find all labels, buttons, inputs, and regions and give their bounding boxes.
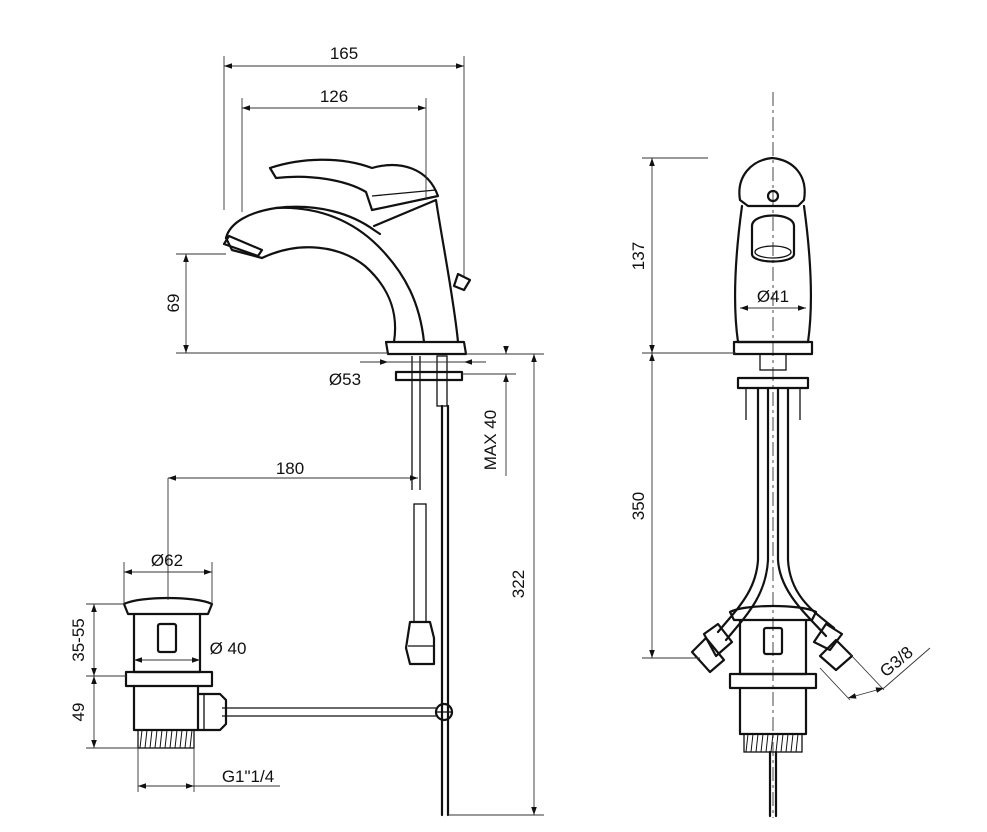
drain-nut: [124, 670, 214, 688]
front-hose-nut-right: [812, 622, 844, 652]
front-washer: [736, 376, 810, 390]
dim-drain-adjust: 35-55: [69, 618, 88, 661]
dim-body-diameter: Ø41: [757, 287, 789, 306]
dim-overall-length: 165: [330, 44, 358, 63]
base-washer: [394, 370, 464, 382]
faucet-base: [384, 340, 468, 356]
dim-body-height: 137: [629, 242, 648, 270]
dim-drain-offset: 180: [276, 459, 304, 478]
front-hose-left: [716, 386, 760, 634]
faucet-side-view: [222, 158, 472, 817]
front-drain-window: [762, 626, 784, 656]
drain-assembly: [122, 596, 228, 749]
drain-thread-hatch: [137, 729, 195, 749]
popup-knob: [452, 272, 472, 292]
front-handle-cap: [738, 156, 806, 208]
front-drain-thread: [745, 733, 799, 753]
dim-spout-reach: 126: [320, 87, 348, 106]
front-hose-nut-left: [702, 622, 734, 658]
dim-hose-thread: G3/8: [876, 643, 916, 681]
dim-total-height: 322: [509, 570, 528, 598]
front-hose-right: [776, 386, 828, 638]
spout-outline: [224, 205, 382, 240]
front-drain-flange: [728, 604, 818, 622]
dim-max-deck: MAX 40: [481, 410, 500, 470]
hose-nut: [404, 620, 436, 666]
dim-drain-body: 49: [69, 703, 88, 722]
dim-base-diameter: Ø53: [329, 370, 361, 389]
dimension-lines: [86, 56, 931, 816]
drain-elbow: [196, 692, 228, 732]
dim-drain-inner: Ø 40: [210, 639, 247, 658]
dim-spout-height: 69: [164, 294, 183, 313]
front-spout-outlet: [750, 214, 796, 263]
drain-flange: [122, 596, 214, 616]
spout-aerator: [222, 234, 264, 258]
dim-drain-diameter: Ø62: [151, 551, 183, 570]
dim-hose-length: 350: [629, 492, 648, 520]
lever-handle: [268, 158, 440, 212]
dim-drain-thread: G1"1/4: [222, 767, 274, 786]
faucet-front-view: [690, 92, 854, 818]
faucet-body: [372, 198, 460, 344]
dimension-labels: 165 126 69 Ø53 MAX 40 180 Ø62 Ø 40 35-55…: [69, 44, 917, 786]
drain-window: [156, 622, 178, 654]
